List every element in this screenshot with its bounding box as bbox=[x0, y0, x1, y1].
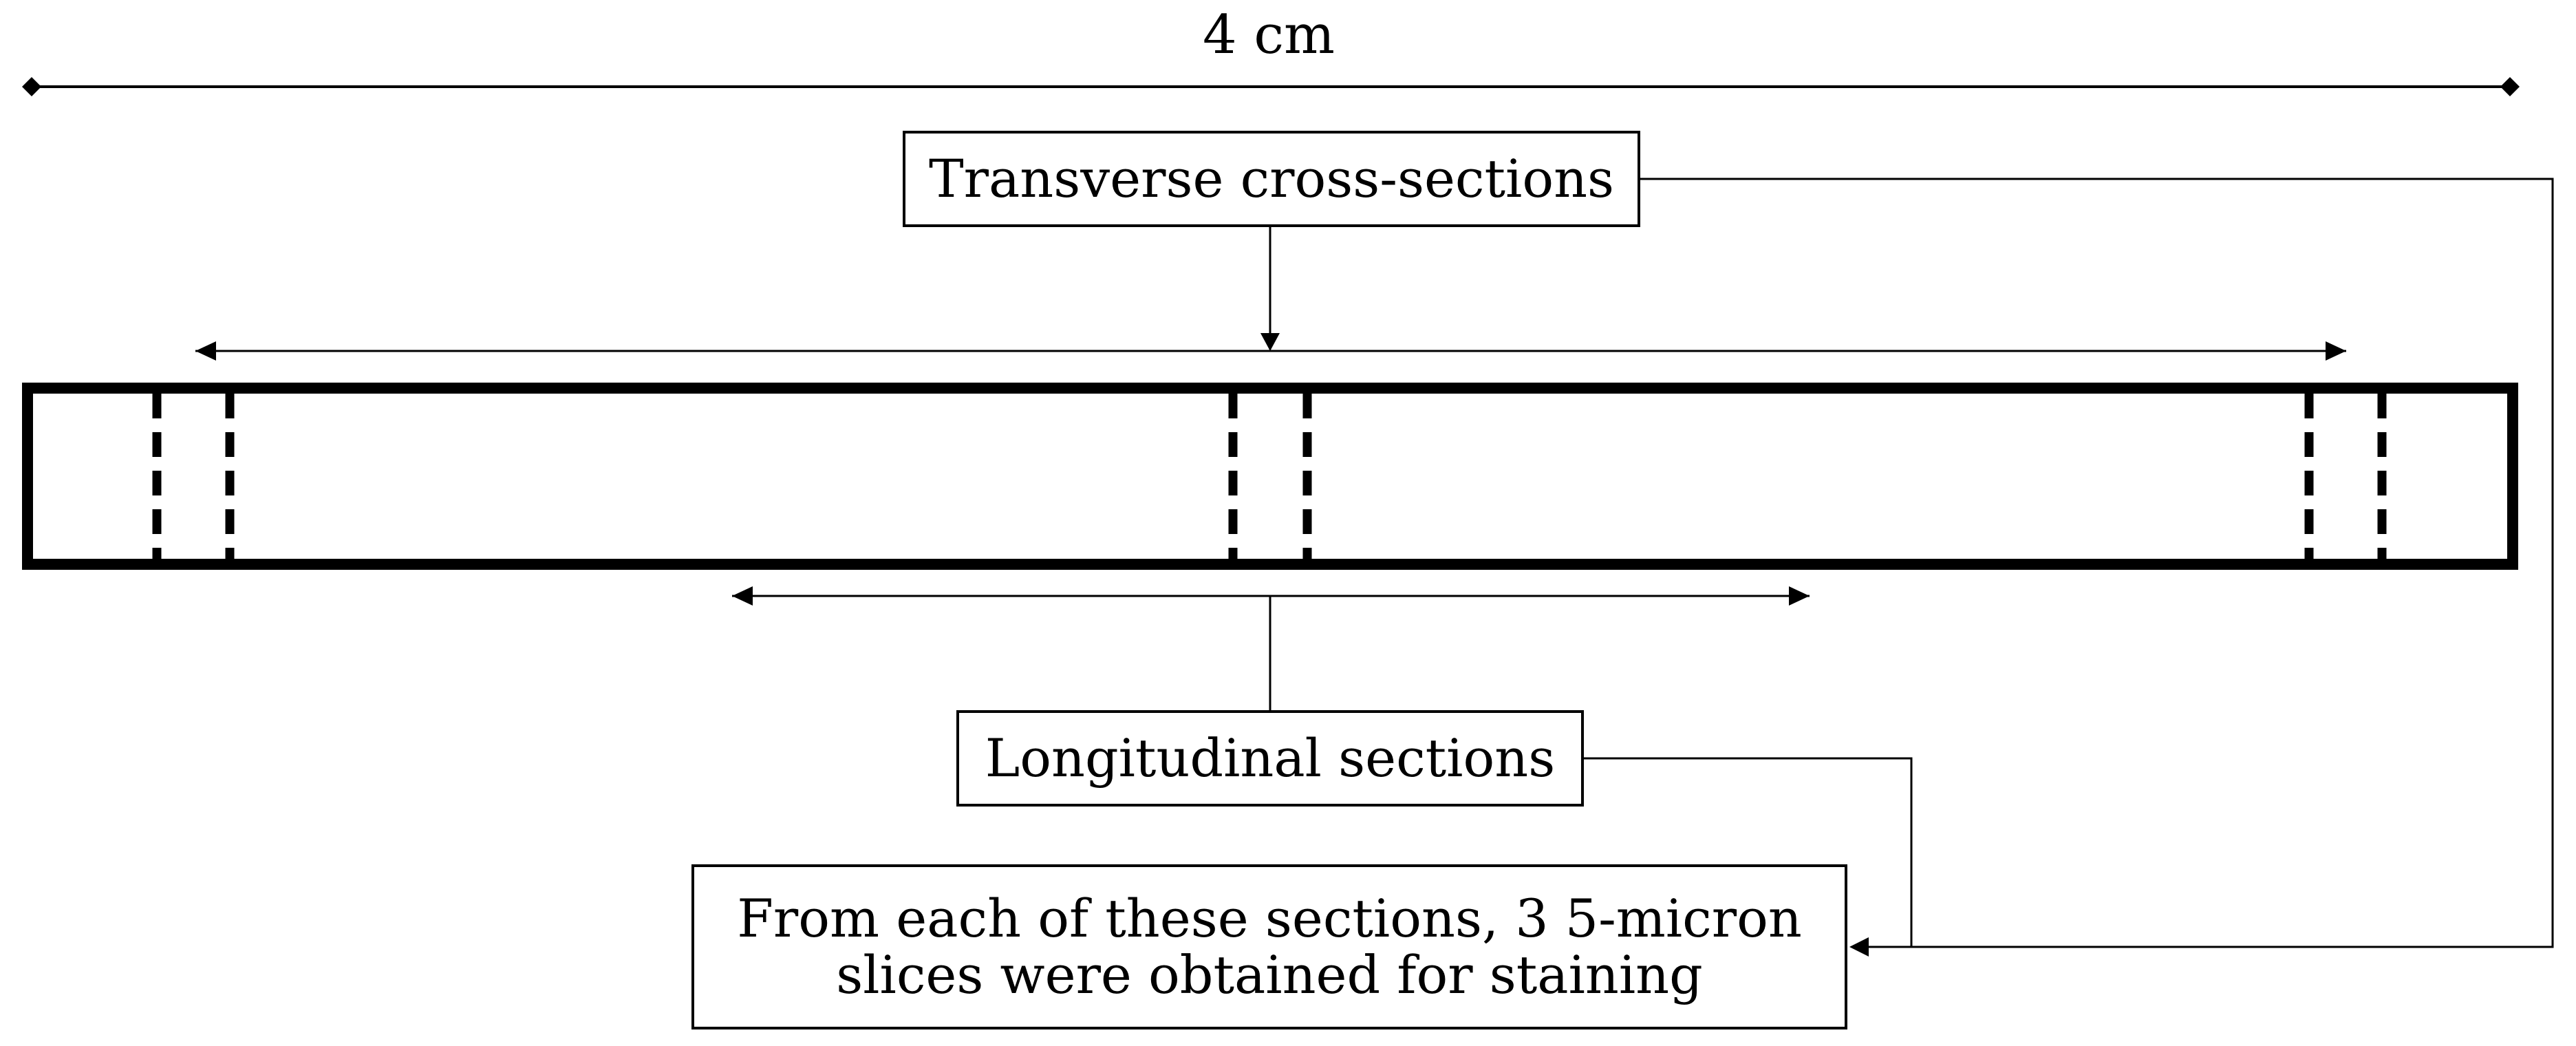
staining-note-line-2: slices were obtained for staining bbox=[836, 944, 1703, 1005]
longitudinal-sections-box: Longitudinal sections bbox=[956, 710, 1584, 807]
staining-note-box: From each of these sections, 3 5-micron … bbox=[691, 864, 1847, 1029]
scale-left-diamond bbox=[22, 77, 41, 96]
transverse-range-left-arrowhead bbox=[195, 341, 216, 361]
transverse-pointer-arrowhead bbox=[1260, 333, 1280, 351]
note-arrowhead bbox=[1849, 937, 1869, 957]
longitudinal-to-note-connector bbox=[1584, 757, 1913, 947]
longitudinal-range-right-arrowhead bbox=[1789, 586, 1810, 606]
transverse-range-right-arrowhead bbox=[2326, 341, 2346, 361]
cut-lines bbox=[152, 394, 2387, 559]
longitudinal-sections-label: Longitudinal sections bbox=[985, 727, 1556, 789]
transverse-sections-label: Transverse cross-sections bbox=[928, 147, 1615, 209]
scale-label: 4 cm bbox=[1202, 4, 1335, 66]
staining-note-line-1: From each of these sections, 3 5-micron bbox=[737, 887, 1802, 949]
transverse-range-arrow bbox=[195, 341, 2346, 361]
scale-bar bbox=[22, 77, 2520, 96]
staining-note-text: From each of these sections, 3 5-micron … bbox=[737, 890, 1802, 1003]
transverse-sections-box: Transverse cross-sections bbox=[903, 131, 1640, 227]
transverse-to-note-connector bbox=[1640, 178, 2554, 948]
longitudinal-range-left-arrowhead bbox=[732, 586, 753, 606]
scale-right-diamond bbox=[2500, 77, 2520, 96]
tissue-strip bbox=[22, 383, 2518, 570]
